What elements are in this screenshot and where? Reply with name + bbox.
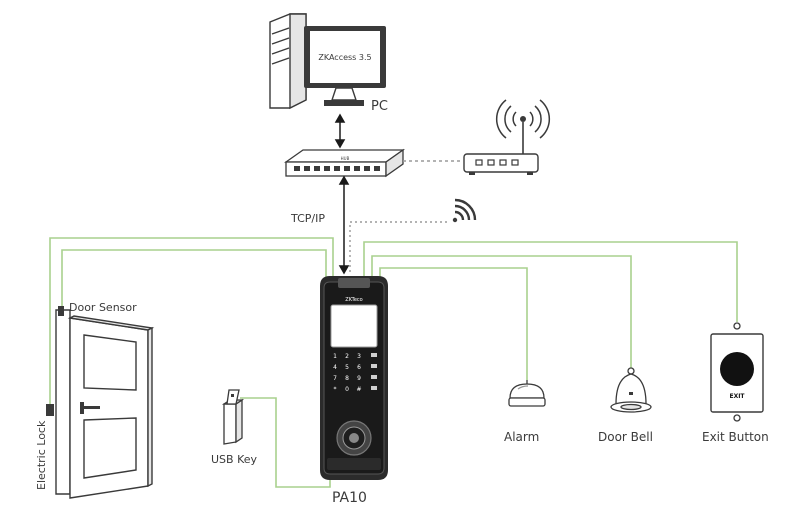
- wifi-signal-icon: [452, 198, 477, 223]
- keypad-key: 4: [333, 364, 337, 371]
- keypad: 1 2 3 4 5 6 7 8 9 * 0 #: [333, 353, 377, 393]
- exit-button-wire: [363, 241, 738, 322]
- keypad-key: 3: [357, 353, 361, 360]
- usb-key-label: USB Key: [211, 453, 258, 466]
- pa10-device: ZKTeco 1 2 3 4 5 6 7 8 9 * 0 #: [320, 276, 388, 480]
- hub-label: HUB: [341, 156, 350, 161]
- door-sensor-wire: [61, 249, 327, 312]
- keypad-key: 2: [345, 353, 349, 360]
- pc-label: PC: [371, 99, 388, 114]
- pc-monitor: ZKAccess 3.5: [304, 26, 386, 106]
- keypad-key: #: [356, 386, 361, 393]
- tcpip-link: [338, 175, 350, 275]
- wifi-router: [463, 99, 551, 175]
- keypad-key: 1: [333, 353, 337, 360]
- electric-lock-label: Electric Lock: [35, 420, 48, 490]
- device-brand: ZKTeco: [345, 297, 362, 303]
- exit-text: EXIT: [729, 393, 745, 400]
- door-bell-label: Door Bell: [598, 430, 653, 444]
- usb-key: [221, 389, 245, 445]
- device-screen: [330, 304, 378, 348]
- usb-wire: [240, 397, 331, 488]
- door-bell-wire: [371, 255, 632, 368]
- keypad-function-key: [371, 386, 377, 390]
- alarm-label: Alarm: [504, 430, 539, 444]
- keypad-function-key: [371, 353, 377, 357]
- wireless-link: [349, 221, 450, 272]
- keypad-function-key: [371, 375, 377, 379]
- tcpip-label: TCP/IP: [290, 212, 325, 225]
- keypad-key: 6: [357, 364, 361, 371]
- keypad-key: 0: [345, 386, 349, 393]
- keypad-key: 8: [345, 375, 349, 382]
- door-sensor-label: Door Sensor: [69, 301, 137, 314]
- keypad-key: 9: [357, 375, 361, 382]
- alarm-icon: [508, 380, 546, 407]
- wifi-waves-icon: [495, 99, 551, 139]
- keypad-key: 7: [333, 375, 337, 382]
- door-bell-icon: [610, 367, 652, 413]
- exit-button-icon: EXIT: [710, 322, 764, 422]
- hub: HUB: [283, 148, 406, 178]
- exit-button-label: Exit Button: [702, 430, 769, 444]
- pc-screen-text: ZKAccess 3.5: [318, 53, 371, 62]
- pc-tower: [269, 13, 307, 110]
- keypad-key: 5: [345, 364, 349, 371]
- electric-lock-wire: [49, 237, 334, 410]
- pc-hub-arrow: [334, 113, 346, 149]
- wiring: [49, 237, 738, 488]
- door: [46, 306, 155, 499]
- hub-ports: [294, 166, 380, 171]
- device-label: PA10: [332, 490, 367, 506]
- alarm-wire: [379, 267, 528, 380]
- keypad-function-key: [371, 364, 377, 368]
- keypad-key: *: [334, 386, 337, 393]
